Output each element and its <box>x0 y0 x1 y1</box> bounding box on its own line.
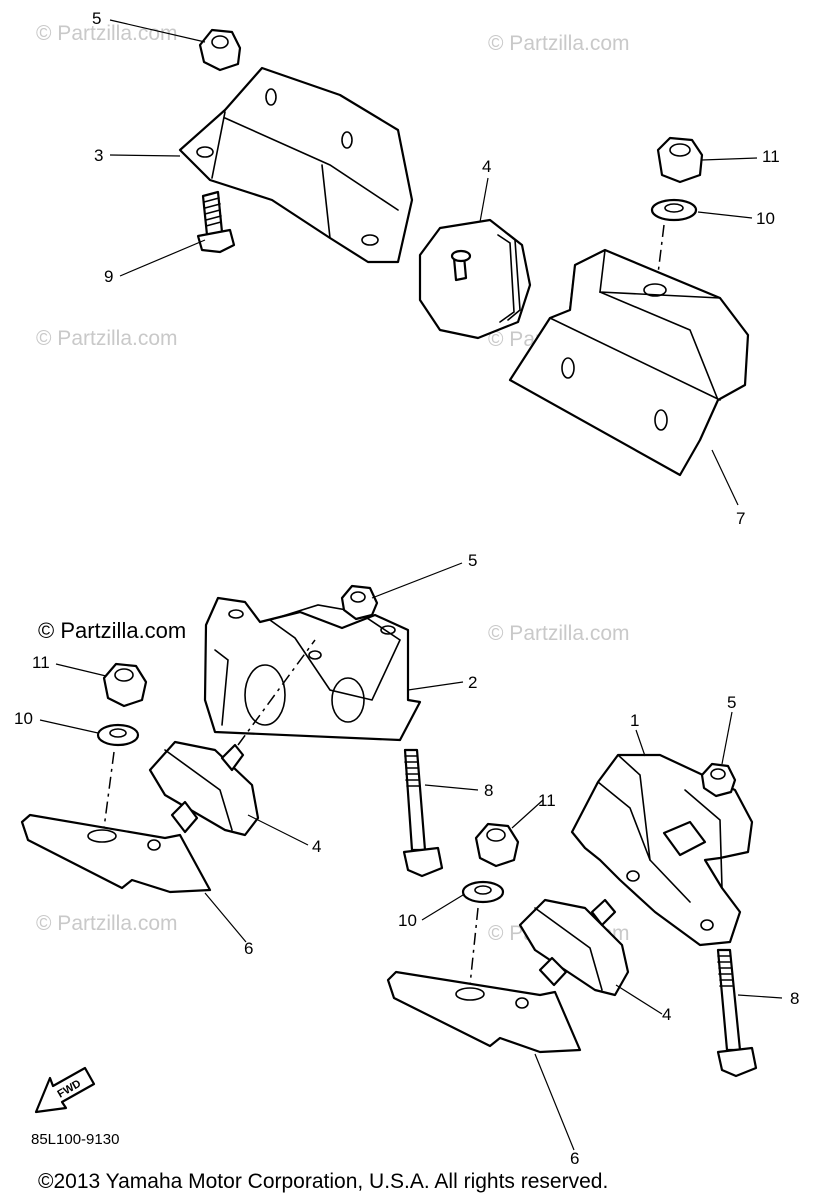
bracket-part-6 <box>20 813 212 894</box>
callout-8: 8 <box>484 781 493 800</box>
callout-6: 6 <box>244 939 253 958</box>
callout-3: 3 <box>94 146 103 165</box>
engine-mount-part-4 <box>418 218 532 340</box>
nut-part-5 <box>198 28 242 72</box>
bracket-part-2 <box>203 596 422 742</box>
nut-part-5 <box>700 762 737 798</box>
bolt-part-8 <box>716 948 758 1078</box>
watermark: © Partzilla.com <box>488 32 630 55</box>
bolt-part-8 <box>402 748 444 878</box>
axis-line <box>237 639 316 746</box>
callout-10: 10 <box>756 209 775 228</box>
nut-part-11 <box>656 136 704 184</box>
nut-part-11 <box>474 822 520 868</box>
callout-5: 5 <box>727 693 736 712</box>
bolt-part-9 <box>196 190 236 254</box>
callout-2: 2 <box>468 673 477 692</box>
bracket-part-1 <box>570 753 754 947</box>
axis-line <box>469 907 479 986</box>
callout-11: 11 <box>32 653 50 672</box>
axis-line <box>103 751 115 829</box>
callout-4: 4 <box>312 837 321 856</box>
bracket-part-7 <box>508 248 750 477</box>
washer-part-10 <box>650 198 698 222</box>
callout-5: 5 <box>468 551 477 570</box>
bracket-part-3 <box>178 66 414 264</box>
engine-mount-part-4 <box>148 740 260 837</box>
nut-part-11 <box>102 662 148 708</box>
callout-11: 11 <box>538 791 556 810</box>
diagram-code: 85L100-9130 <box>31 1131 119 1148</box>
leader-lines <box>39 19 783 1151</box>
watermark: © Partzilla.com <box>36 912 178 935</box>
washer-part-10 <box>96 723 140 747</box>
callout-10: 10 <box>398 911 417 930</box>
watermark: © Partzilla.com <box>36 22 178 45</box>
callout-6: 6 <box>570 1149 579 1168</box>
callout-1: 1 <box>630 711 639 730</box>
callout-7: 7 <box>736 509 745 528</box>
forward-arrow-icon: FWD <box>34 1066 96 1114</box>
copyright-notice: ©2013 Yamaha Motor Corporation, U.S.A. A… <box>38 1170 608 1193</box>
watermark: © Partzilla.com <box>488 622 630 645</box>
bracket-part-6 <box>386 970 582 1054</box>
callout-9: 9 <box>104 267 113 286</box>
callout-10: 10 <box>14 709 33 728</box>
washer-part-10 <box>461 880 505 904</box>
callout-5: 5 <box>92 9 101 28</box>
callout-11: 11 <box>762 147 780 166</box>
watermark: © Partzilla.com <box>36 327 178 350</box>
nut-part-5 <box>340 584 379 621</box>
callout-4: 4 <box>482 157 491 176</box>
callout-4: 4 <box>662 1005 671 1024</box>
watermark: © Partzilla.com <box>38 618 186 643</box>
callout-8: 8 <box>790 989 799 1008</box>
engine-mount-part-4 <box>518 898 630 997</box>
